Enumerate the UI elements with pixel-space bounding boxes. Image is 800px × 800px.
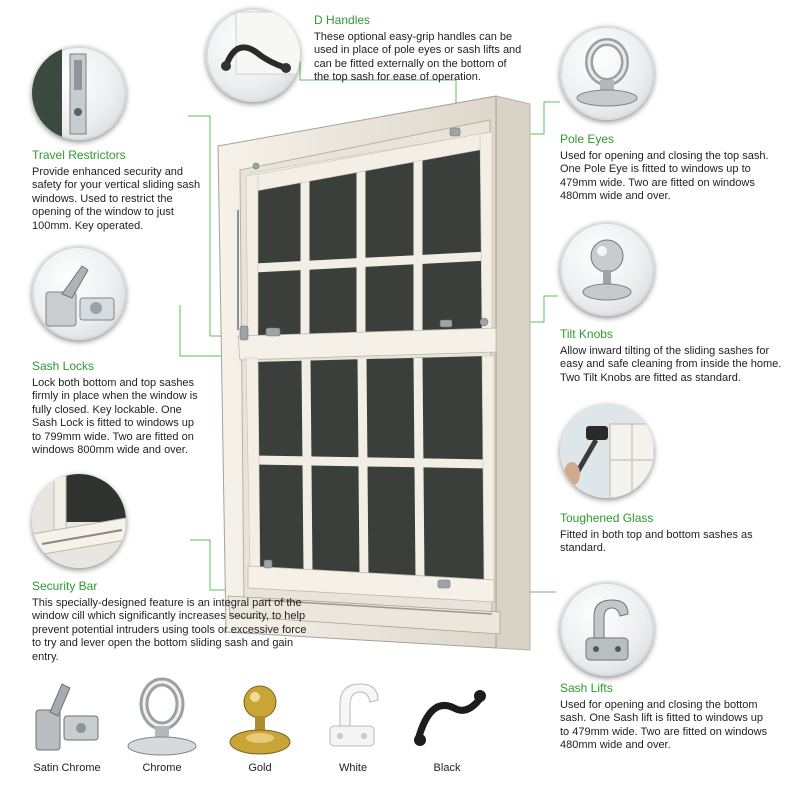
sash-lifts-feature: Sash Lifts Used for opening and closing …	[560, 681, 770, 753]
black-d-handle-icon	[414, 690, 486, 746]
sash-locks-photo	[32, 246, 126, 340]
tilt-knobs-title: Tilt Knobs	[560, 327, 613, 341]
sash-lifts-description: Used for opening and closing the bottom …	[560, 698, 768, 752]
finish-black	[410, 676, 490, 760]
tilt-knobs-photo	[560, 222, 654, 316]
white-sash-lift-icon	[329, 683, 379, 747]
pole-eyes-feature: Pole Eyes Used for opening and closing t…	[560, 132, 770, 204]
pole-eyes-description: Used for opening and closing the top sas…	[560, 149, 769, 203]
security-bar-description: This specially-designed feature is an in…	[32, 596, 307, 663]
security-bar-icon	[32, 474, 126, 568]
sash-lock-icon	[45, 265, 115, 327]
security-bar-feature: Security Bar This specially-designed fea…	[32, 579, 308, 664]
d-handles-photo	[206, 8, 300, 102]
d-handles-title: D Handles	[314, 13, 371, 27]
security-bar-photo	[32, 474, 126, 568]
toughened-glass-title: Toughened Glass	[560, 511, 654, 525]
d-handles-description: These optional easy-grip handles can be …	[314, 30, 522, 84]
chrome-pole-eye-icon	[127, 677, 197, 756]
satin-chrome-lock-icon	[35, 683, 99, 751]
travel-restrictors-photo	[32, 46, 126, 140]
sash-lift-icon	[585, 599, 629, 661]
travel-restrictors-title: Travel Restrictors	[32, 148, 126, 162]
tilt-knobs-description: Allow inward tilting of the sliding sash…	[560, 344, 782, 384]
hammer-glass-icon	[560, 404, 654, 498]
security-bar-title: Security Bar	[32, 579, 98, 593]
tilt-knobs-feature: Tilt Knobs Allow inward tilting of the s…	[560, 327, 786, 385]
finish-white	[314, 676, 394, 760]
d-handle-icon	[221, 11, 300, 75]
d-handles-feature: D Handles These optional easy-grip handl…	[314, 13, 524, 85]
sash-locks-feature: Sash Locks Lock both bottom and top sash…	[32, 359, 204, 458]
travel-restrictors-description: Provide enhanced security and safety for…	[32, 165, 201, 232]
finish-label-gold: Gold	[248, 762, 272, 774]
finish-gold	[220, 676, 300, 760]
sash-locks-title: Sash Locks	[32, 359, 95, 373]
finish-label-chrome: Chrome	[142, 762, 182, 774]
finish-label-satin-chrome: Satin Chrome	[33, 762, 101, 774]
travel-restrictor-icon	[32, 46, 87, 140]
finish-label-white: White	[338, 762, 368, 774]
toughened-glass-description: Fitted in both top and bottom sashes as …	[560, 528, 753, 555]
sash-lifts-photo	[560, 582, 654, 676]
travel-restrictors-feature: Travel Restrictors Provide enhanced secu…	[32, 148, 212, 233]
sash-lifts-title: Sash Lifts	[560, 681, 613, 695]
toughened-glass-feature: Toughened Glass Fitted in both top and b…	[560, 511, 760, 556]
finish-satin-chrome	[26, 676, 106, 760]
sash-locks-description: Lock both bottom and top sashes firmly i…	[32, 376, 198, 457]
gold-tilt-knob-icon	[229, 685, 291, 755]
finish-chrome	[122, 676, 202, 760]
tilt-knob-icon	[582, 239, 632, 301]
pole-eyes-title: Pole Eyes	[560, 132, 615, 146]
toughened-glass-photo	[560, 404, 654, 498]
finish-label-black: Black	[433, 762, 461, 774]
pole-eyes-photo	[560, 26, 654, 120]
pole-eye-icon	[576, 38, 638, 107]
